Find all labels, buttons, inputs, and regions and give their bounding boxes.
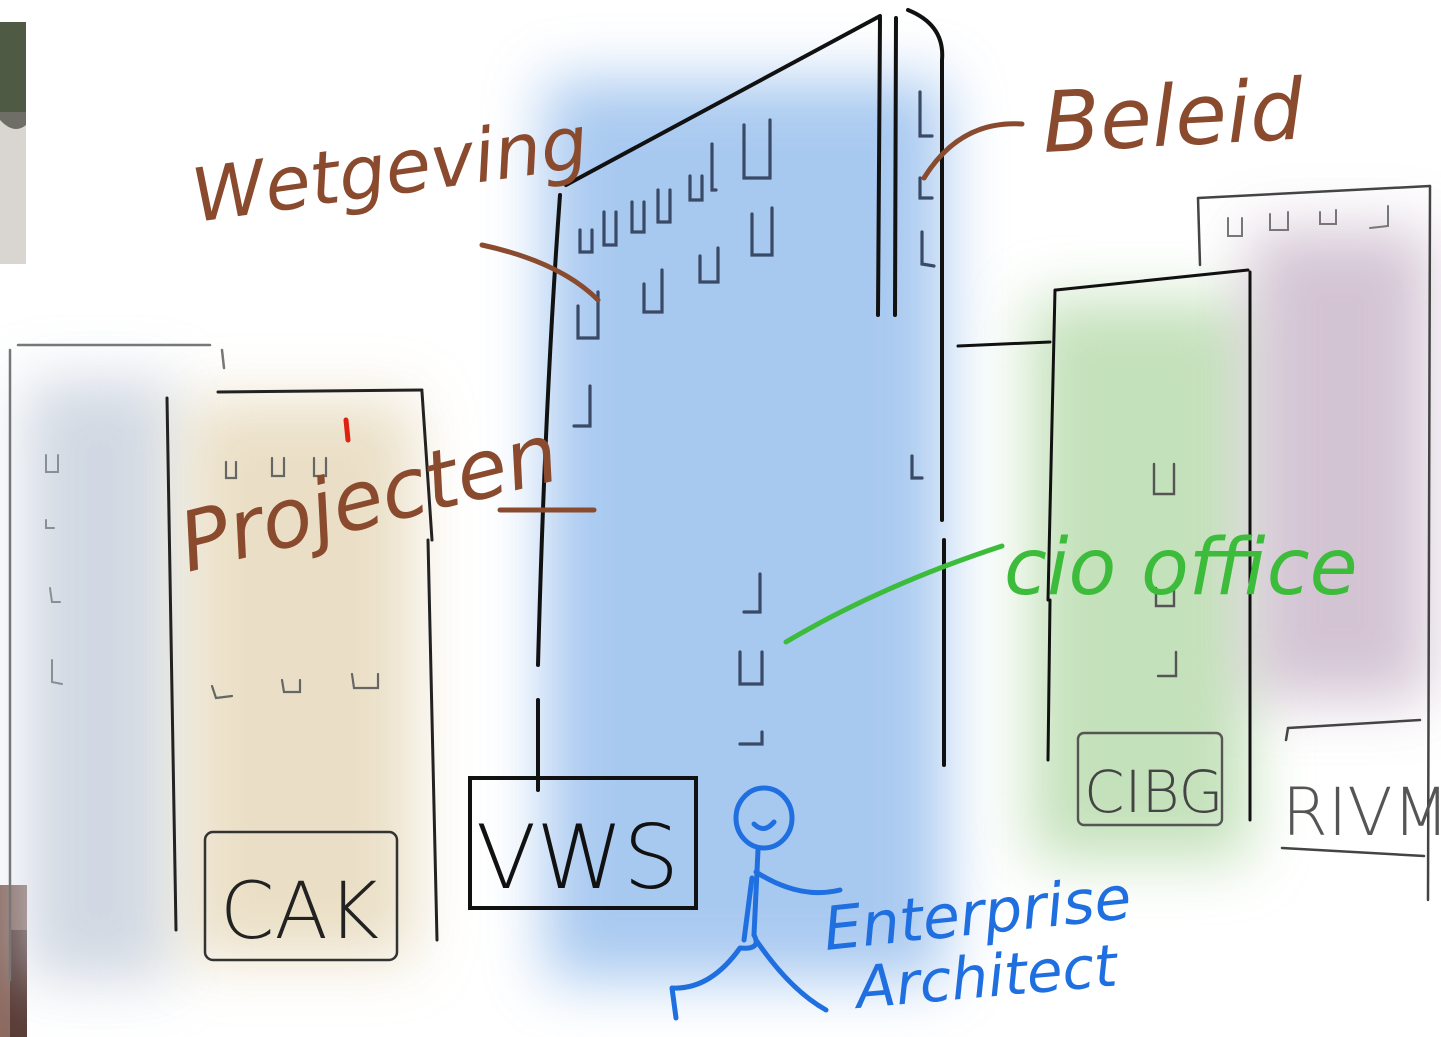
cibg-wash <box>1030 300 1250 860</box>
rivm-wash <box>1250 230 1430 700</box>
beleid-label: Beleid <box>1040 60 1306 172</box>
pointer-lines <box>343 121 1025 645</box>
cio-office-label: cio office <box>1004 523 1358 613</box>
vws-label: VWS <box>476 806 679 909</box>
photo-fragment-bottom-icon <box>0 885 27 1037</box>
cibg-building <box>956 268 1252 827</box>
left-building-wash <box>25 380 175 980</box>
rivm-label: RIVM <box>1282 774 1441 851</box>
cak-building <box>165 388 439 962</box>
wetgeving-label: Wetgeving <box>187 99 594 240</box>
cibg-label: CIBG <box>1084 758 1224 826</box>
beleid-pointer <box>921 121 1025 181</box>
left-building <box>8 343 226 982</box>
wetgeving-pointer <box>479 242 601 303</box>
stick-figure-icon <box>669 785 843 1021</box>
color-washes <box>25 80 1430 980</box>
vws-tower <box>468 8 946 910</box>
cak-label: CAK <box>220 867 379 957</box>
cio-office-pointer <box>783 543 1005 645</box>
rivm-building <box>1196 184 1432 902</box>
photo-fragment-top-icon <box>0 22 26 264</box>
